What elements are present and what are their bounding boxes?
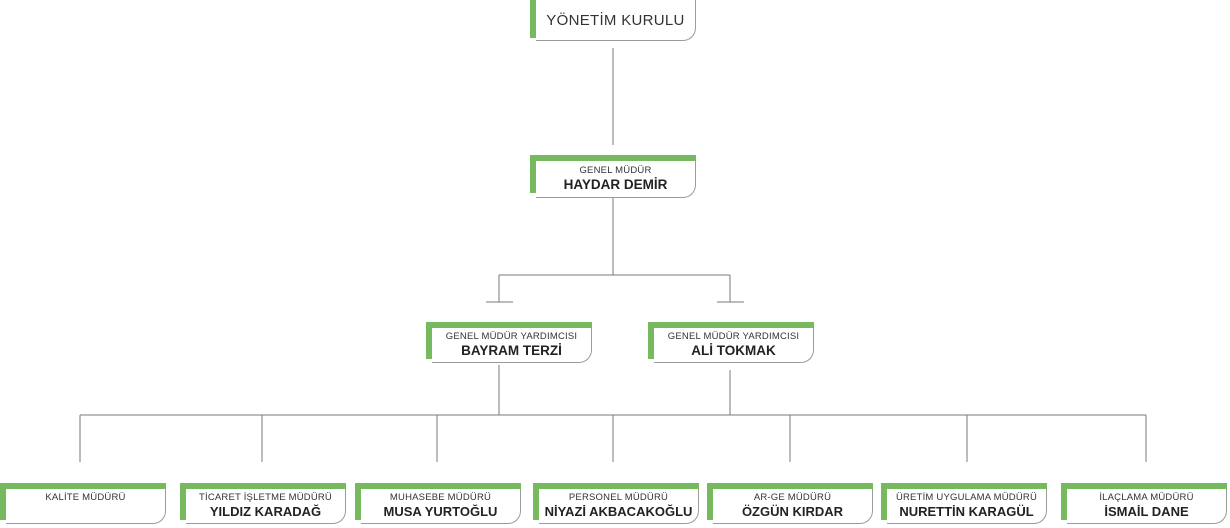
- manager-node-2: TİCARET İŞLETME MÜDÜRÜ YILDIZ KARADAĞ: [180, 483, 346, 524]
- deputy-node-1: GENEL MÜDÜR YARDIMCISI BAYRAM TERZİ: [426, 322, 592, 363]
- manager-4-title: PERSONEL MÜDÜRÜ: [568, 492, 669, 503]
- board-label: YÖNETİM KURULU: [546, 11, 685, 29]
- gm-title: GENEL MÜDÜR: [579, 165, 652, 176]
- manager-2-title: TİCARET İŞLETME MÜDÜRÜ: [198, 492, 332, 503]
- manager-3-title: MUHASEBE MÜDÜRÜ: [389, 492, 492, 503]
- manager-6-title: ÜRETİM UYGULAMA MÜDÜRÜ: [895, 492, 1038, 503]
- manager-3-name: MUSA YURTOĞLU: [383, 504, 498, 519]
- manager-node-6: ÜRETİM UYGULAMA MÜDÜRÜ NURETTİN KARAGÜL: [881, 483, 1047, 524]
- manager-node-3: MUHASEBE MÜDÜRÜ MUSA YURTOĞLU: [355, 483, 521, 524]
- deputy-2-name: ALİ TOKMAK: [691, 343, 776, 358]
- manager-4-name: NİYAZİ AKBACAKOĞLU: [544, 504, 693, 519]
- deputy-1-name: BAYRAM TERZİ: [461, 343, 562, 358]
- deputy-node-2: GENEL MÜDÜR YARDIMCISI ALİ TOKMAK: [648, 322, 814, 363]
- manager-1-title: KALİTE MÜDÜRÜ: [45, 492, 126, 503]
- manager-node-4: PERSONEL MÜDÜRÜ NİYAZİ AKBACAKOĞLU: [533, 483, 699, 524]
- manager-5-name: ÖZGÜN KIRDAR: [741, 504, 844, 519]
- general-manager-node: GENEL MÜDÜR HAYDAR DEMİR: [530, 155, 696, 198]
- manager-node-1: KALİTE MÜDÜRÜ: [0, 483, 166, 524]
- deputy-2-title: GENEL MÜDÜR YARDIMCISI: [667, 331, 800, 342]
- manager-2-name: YILDIZ KARADAĞ: [209, 504, 322, 519]
- manager-6-name: NURETTİN KARAGÜL: [899, 504, 1034, 519]
- manager-5-title: AR-GE MÜDÜRÜ: [753, 492, 832, 503]
- manager-node-7: İLAÇLAMA MÜDÜRÜ İSMAİL DANE: [1061, 483, 1227, 524]
- manager-7-name: İSMAİL DANE: [1104, 504, 1189, 519]
- manager-7-title: İLAÇLAMA MÜDÜRÜ: [1099, 492, 1194, 503]
- manager-node-5: AR-GE MÜDÜRÜ ÖZGÜN KIRDAR: [707, 483, 873, 524]
- deputy-1-title: GENEL MÜDÜR YARDIMCISI: [445, 331, 578, 342]
- gm-name: HAYDAR DEMİR: [563, 177, 668, 192]
- board-node: YÖNETİM KURULU: [530, 0, 696, 41]
